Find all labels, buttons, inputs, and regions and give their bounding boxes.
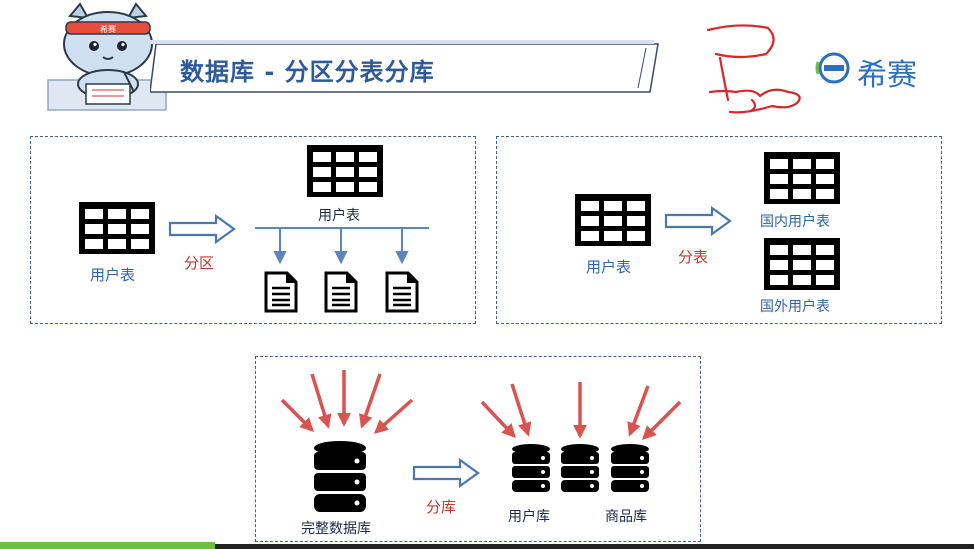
split-table-panel [496, 136, 942, 324]
database-icon [314, 441, 366, 512]
foreign-table-label: 国外用户表 [760, 299, 830, 315]
product-db-label: 商品库 [605, 509, 647, 525]
partition-panel [30, 136, 476, 324]
partition-action-label: 分区 [184, 254, 215, 272]
split-db-panel [255, 356, 701, 542]
database-icon [512, 444, 550, 492]
split-db-action-label: 分库 [426, 498, 457, 516]
mascot-badge-text: 希赛 [100, 24, 116, 34]
arrow-right-outline-icon [664, 206, 732, 236]
table-icon [764, 238, 840, 290]
full-db-label: 完整数据库 [301, 521, 371, 537]
arrow-right-outline-icon [168, 214, 236, 244]
page-title: 数据库 - 分区分表分库 [180, 58, 435, 86]
arrow-right-outline-icon [412, 458, 480, 488]
user-db-label: 用户库 [508, 509, 550, 525]
partition-source-label: 用户表 [90, 266, 136, 284]
split-table-source-label: 用户表 [586, 258, 632, 276]
document-icon [324, 271, 358, 313]
split-table-action-label: 分表 [678, 248, 709, 266]
table-icon [764, 152, 840, 204]
document-icon [264, 271, 298, 313]
table-icon [307, 145, 383, 197]
mascot-cat-icon: 希赛 [47, 2, 167, 111]
brand-name: 希赛 [857, 58, 917, 93]
table-icon [79, 202, 155, 254]
document-icon [385, 271, 419, 313]
database-icon [611, 444, 649, 492]
database-icon [561, 444, 599, 492]
table-icon [575, 194, 651, 246]
partition-target-label: 用户表 [318, 208, 360, 224]
slide-bottom-bar [0, 544, 974, 549]
partition-branch-connector [255, 227, 429, 264]
domestic-table-label: 国内用户表 [760, 214, 830, 230]
incoming-requests-arrows [280, 370, 414, 434]
handwritten-scribble [706, 24, 801, 114]
brand-logo-icon [815, 52, 850, 84]
progress-accent-bar [0, 542, 215, 549]
incoming-requests-arrows [480, 382, 682, 440]
title-banner [150, 40, 659, 93]
